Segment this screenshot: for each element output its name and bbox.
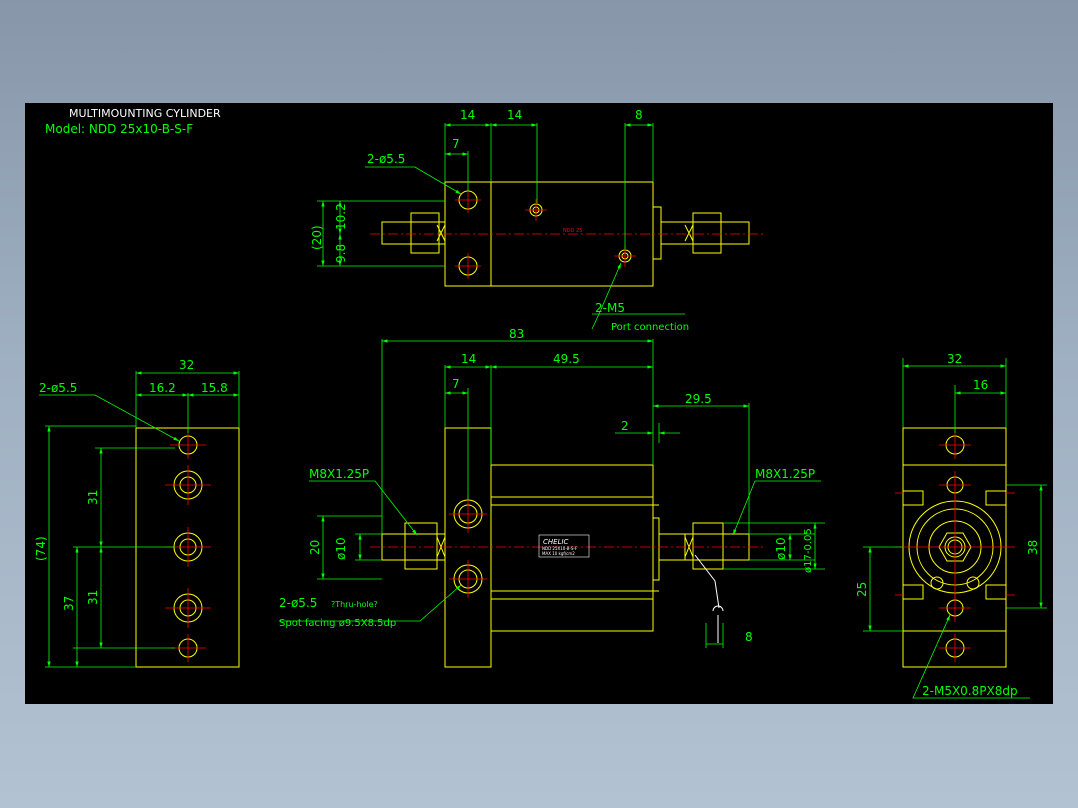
dimension-label: 25 xyxy=(855,582,869,597)
drawing-g xyxy=(165,431,211,662)
drawing-path xyxy=(309,480,418,536)
drawing-rect xyxy=(902,464,1007,632)
nameplate xyxy=(538,534,590,558)
drawing-rect xyxy=(652,517,660,581)
dimension-label: 7 xyxy=(452,137,460,151)
drawing-path xyxy=(436,224,446,242)
top-rod-right xyxy=(660,221,750,245)
drawing-rect xyxy=(985,584,1007,600)
front-view: CHELIC NDD 25X10-B-S-F MAX 10 kgf/cm2 xyxy=(279,327,825,668)
dimension-label: 20 xyxy=(308,540,322,555)
dimension-label: 32 xyxy=(947,352,962,366)
dimension-label: CHELIC xyxy=(543,538,569,546)
thread-right-label: M8X1.25P xyxy=(755,467,815,481)
top-body-marking: NDD 25 xyxy=(563,228,582,234)
dimension-label: 16.2 xyxy=(149,381,176,395)
dimension-label: MAX 10 kgf/cm2 xyxy=(542,551,575,556)
dimension-label: NDD 25X10-B-S-F xyxy=(542,546,578,551)
drawing-g xyxy=(39,371,240,668)
dimension-label: 16 xyxy=(973,378,988,392)
boss-diameter: ø17-0.05 xyxy=(803,528,814,573)
model-label: Model: NDD 25x10-B-S-F xyxy=(45,122,193,136)
drawing-g xyxy=(895,431,1015,662)
dimension-label: 14 xyxy=(460,108,475,122)
drawing-rect xyxy=(652,206,662,260)
drawing-path xyxy=(436,536,446,558)
drawing-path xyxy=(912,614,1030,699)
dimension-label: 2 xyxy=(621,419,629,433)
dimension-label: 49.5 xyxy=(553,352,580,366)
drawing-rect xyxy=(902,490,924,506)
drawing-path xyxy=(712,605,724,612)
dimension-label: 8 xyxy=(745,630,753,644)
drawing-title: MULTIMOUNTING CYLINDER xyxy=(69,107,221,120)
top-rod-left xyxy=(381,221,446,245)
top-hole-label: 2-ø5.5 xyxy=(367,152,405,166)
dimension-label: (20) xyxy=(310,225,324,250)
dimension-label: 31 xyxy=(86,490,100,505)
drawing-path xyxy=(684,224,694,242)
front-nut-right xyxy=(692,522,724,570)
dimension-label: (74) xyxy=(34,536,48,561)
dimension-label: ?Thru-hole? xyxy=(331,600,378,609)
front-hole-label: 2-ø5.5 xyxy=(279,596,317,610)
drawing-g xyxy=(317,123,685,330)
front-nut-left xyxy=(404,522,438,570)
port-label: 2-M5 xyxy=(595,301,625,315)
technical-drawing: MULTIMOUNTING CYLINDER Model: NDD 25x10-… xyxy=(34,107,1047,699)
drawing-path xyxy=(279,584,462,622)
left-plate xyxy=(135,427,240,668)
drawing-rect xyxy=(902,584,924,600)
dimension-label: ø10 xyxy=(774,537,788,560)
drawing-path xyxy=(732,480,821,536)
dimension-label: 32 xyxy=(179,358,194,372)
thread-left-label: M8X1.25P xyxy=(309,467,369,481)
dimension-label: 83 xyxy=(509,327,524,341)
drawing-path xyxy=(39,394,180,442)
dimension-label: 10.2 xyxy=(334,203,348,230)
drawing-path xyxy=(694,554,720,609)
left-hole-label: 2-ø5.5 xyxy=(39,381,77,395)
dimension-label: 29.5 xyxy=(685,392,712,406)
spot-facing-note: Spot facing ø9.5X8.5dp xyxy=(279,618,396,629)
drawing-rect xyxy=(985,490,1007,506)
drawing-circle xyxy=(930,576,944,590)
right-tap-label: 2-M5X0.8PX8dp xyxy=(922,684,1018,698)
dimension-label: 15.8 xyxy=(201,381,228,395)
dimension-label: 8 xyxy=(635,108,643,122)
drawing-circle xyxy=(966,576,980,590)
drawing-g xyxy=(279,339,825,648)
dimension-label: 7 xyxy=(452,377,460,391)
dimension-label: ø10 xyxy=(334,537,348,560)
dimension-label: 31 xyxy=(86,590,100,605)
dimension-label: 9.8 xyxy=(334,244,348,263)
cad-viewport[interactable]: MULTIMOUNTING CYLINDER Model: NDD 25x10-… xyxy=(25,103,1053,704)
drawing-g xyxy=(863,358,1047,699)
top-nut-left xyxy=(410,212,440,254)
dimension-label: 38 xyxy=(1026,540,1040,555)
left-view: 32 16.2 15.8 31 31 37 (74) 2-ø5.5 xyxy=(34,358,240,668)
dimension-label: 14 xyxy=(507,108,522,122)
dimension-label: 37 xyxy=(62,596,76,611)
drawing-path xyxy=(591,262,622,330)
dimension-label: 14 xyxy=(461,352,476,366)
top-nut-right xyxy=(692,212,722,254)
right-view: 32 16 38 25 2-M5X0.8PX8dp xyxy=(855,352,1047,699)
drawing-path xyxy=(365,166,462,195)
top-view: NDD 25 14 14 8 7 10.2 9.8 (20) 2-ø5.5 2-… xyxy=(310,108,765,333)
port-note: Port connection xyxy=(611,322,689,333)
